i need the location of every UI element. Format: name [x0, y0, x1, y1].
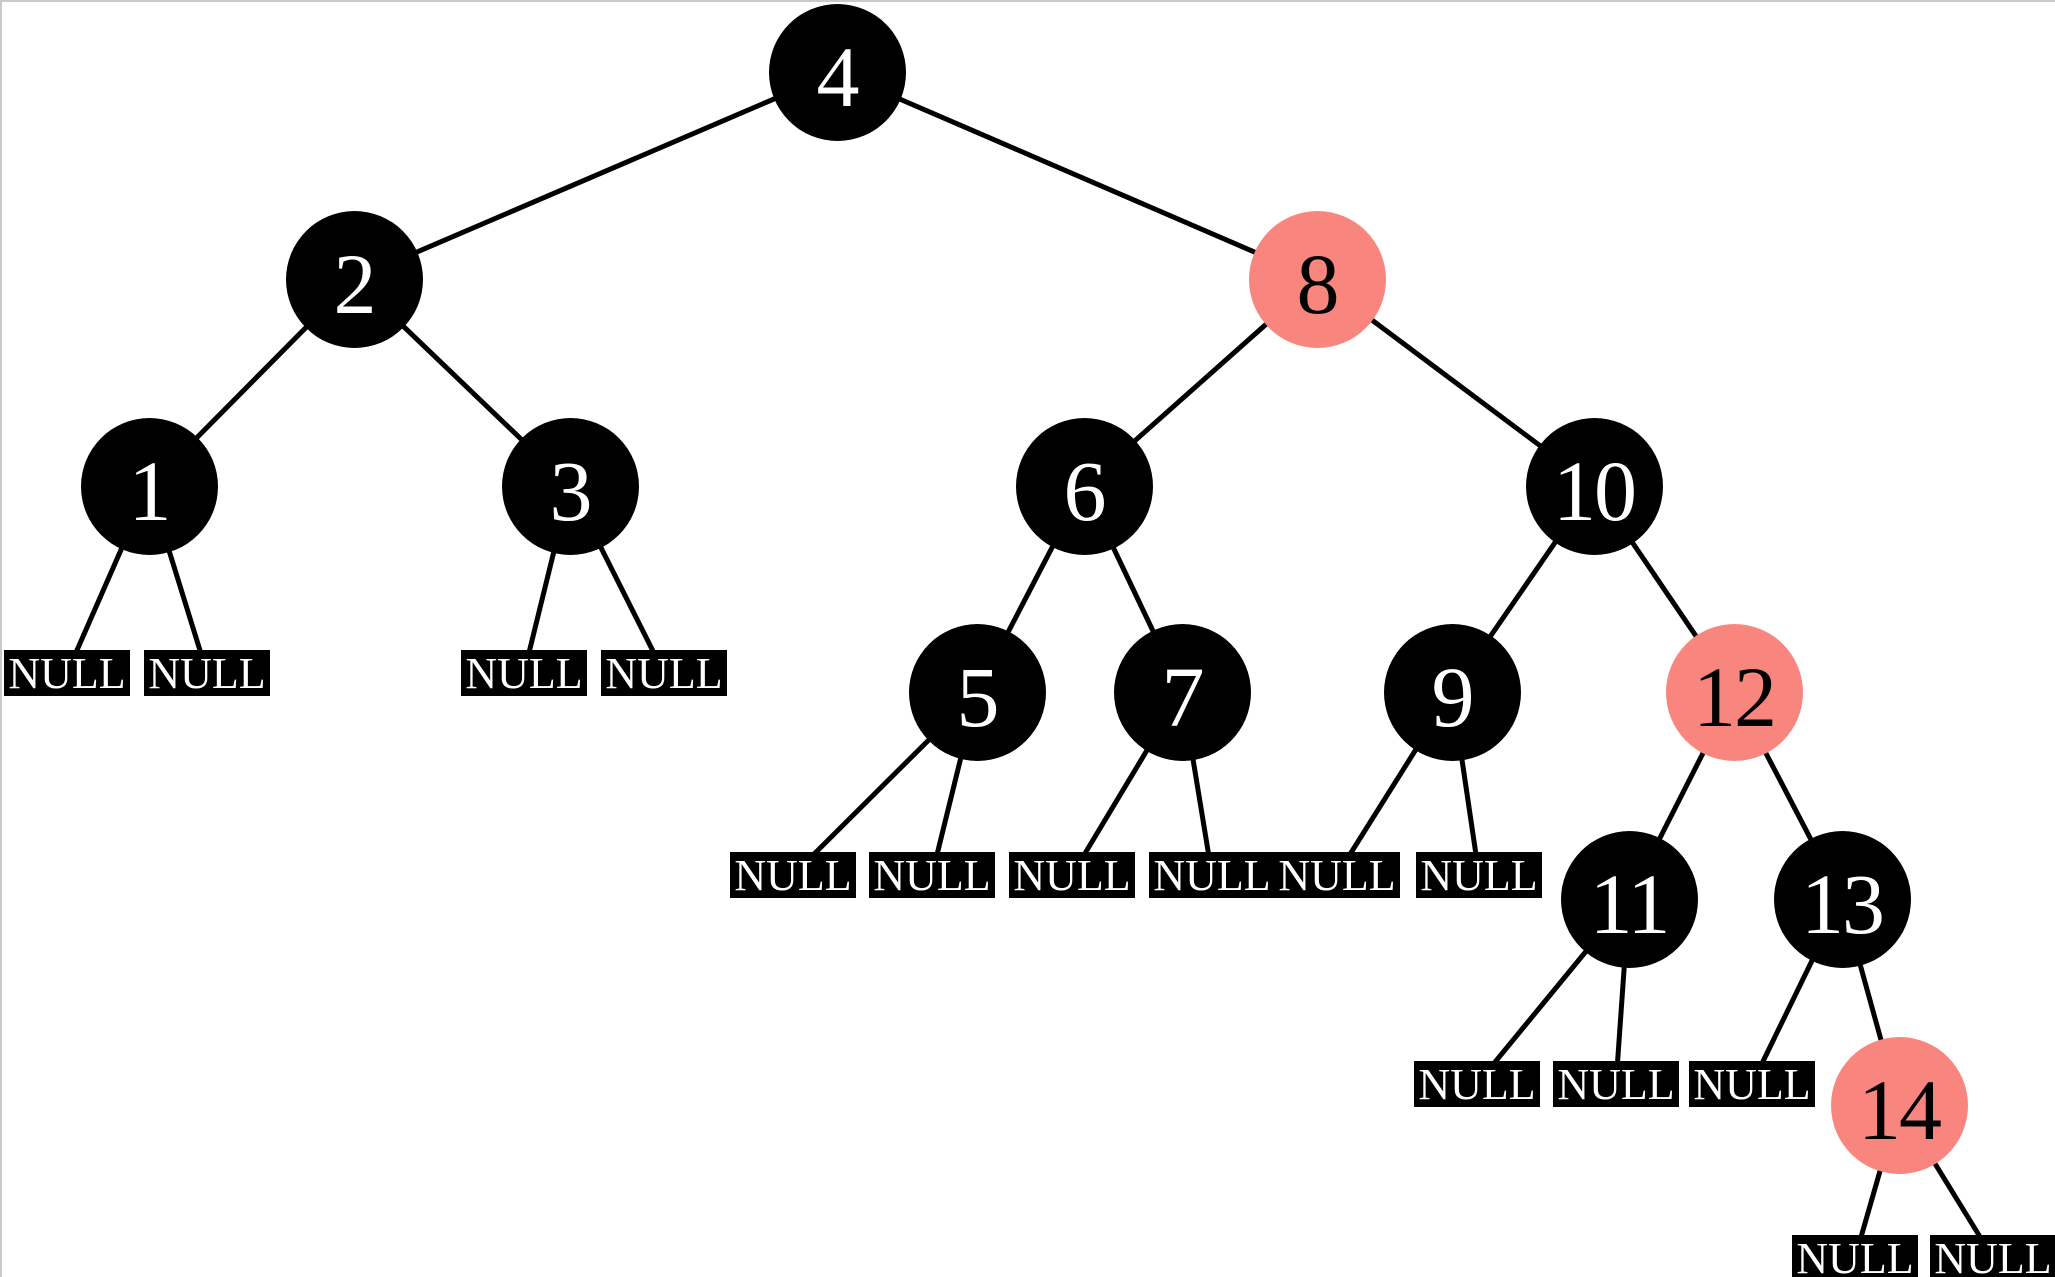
tree-node-7: 7 [1113, 623, 1251, 761]
null-leaf-label: NULL [1153, 851, 1271, 900]
null-leaf-5L: NULL [730, 852, 856, 898]
tree-node-label: 9 [1431, 649, 1475, 745]
null-leaf-5R: NULL [869, 852, 995, 898]
tree-node-10: 10 [1525, 417, 1663, 555]
tree-node-label: 12 [1693, 649, 1777, 745]
tree-node-label: 11 [1589, 856, 1671, 952]
null-leaf-3L: NULL [461, 650, 587, 696]
null-leaf-9R: NULL [1416, 852, 1542, 898]
null-leaf-label: NULL [1557, 1060, 1675, 1109]
null-leaf-7L: NULL [1009, 852, 1135, 898]
tree-node-5: 5 [908, 623, 1046, 761]
null-leaf-1L: NULL [4, 650, 130, 696]
null-leaf-label: NULL [1013, 851, 1131, 900]
null-leaf-14L: NULL [1792, 1235, 1918, 1277]
tree-node-13: 13 [1773, 830, 1911, 968]
null-leaf-label: NULL [8, 649, 126, 698]
null-leaf-label: NULL [873, 851, 991, 900]
tree-node-14: 14 [1830, 1036, 1968, 1174]
null-leaf-1R: NULL [144, 650, 270, 696]
tree-node-label: 13 [1801, 856, 1885, 952]
tree-node-label: 10 [1553, 443, 1637, 539]
tree-edge-4-8 [836, 69, 1318, 282]
null-leaf-7R: NULL [1149, 852, 1275, 898]
null-leaf-label: NULL [734, 851, 852, 900]
tree-node-label: 5 [956, 649, 1000, 745]
null-leaf-label: NULL [1278, 851, 1396, 900]
tree-node-8: 8 [1248, 210, 1386, 348]
tree-edge-4-2 [353, 69, 838, 282]
null-leaf-9L: NULL [1274, 852, 1400, 898]
tree-node-label: 2 [333, 236, 377, 332]
null-leaf-11R: NULL [1553, 1061, 1679, 1107]
tree-node-2: 2 [285, 210, 423, 348]
tree-node-4: 4 [768, 3, 906, 141]
tree-node-label: 6 [1063, 443, 1107, 539]
null-leaf-11L: NULL [1414, 1061, 1540, 1107]
tree-node-9: 9 [1383, 623, 1521, 761]
null-leaf-13L: NULL [1689, 1061, 1815, 1107]
null-leaf-label: NULL [1693, 1060, 1811, 1109]
tree-node-label: 8 [1296, 236, 1340, 332]
tree-node-label: 4 [816, 29, 860, 125]
null-leaf-label: NULL [1796, 1234, 1914, 1277]
tree-node-3: 3 [501, 417, 639, 555]
tree-node-label: 3 [549, 443, 593, 539]
tree-node-11: 11 [1560, 830, 1698, 968]
tree-node-1: 1 [80, 417, 218, 555]
null-leaf-label: NULL [605, 649, 723, 698]
tree-node-label: 1 [128, 443, 172, 539]
tree-node-label: 14 [1858, 1062, 1942, 1158]
null-leaf-14R: NULL [1930, 1235, 2055, 1277]
tree-node-label: 7 [1161, 649, 1205, 745]
null-leaf-label: NULL [1418, 1060, 1536, 1109]
null-leaf-3R: NULL [601, 650, 727, 696]
tree-node-6: 6 [1015, 417, 1153, 555]
null-leaf-label: NULL [1420, 851, 1538, 900]
null-leaf-label: NULL [148, 649, 266, 698]
null-leaf-label: NULL [1934, 1234, 2052, 1277]
tree-node-12: 12 [1665, 623, 1803, 761]
null-leaf-label: NULL [465, 649, 583, 698]
